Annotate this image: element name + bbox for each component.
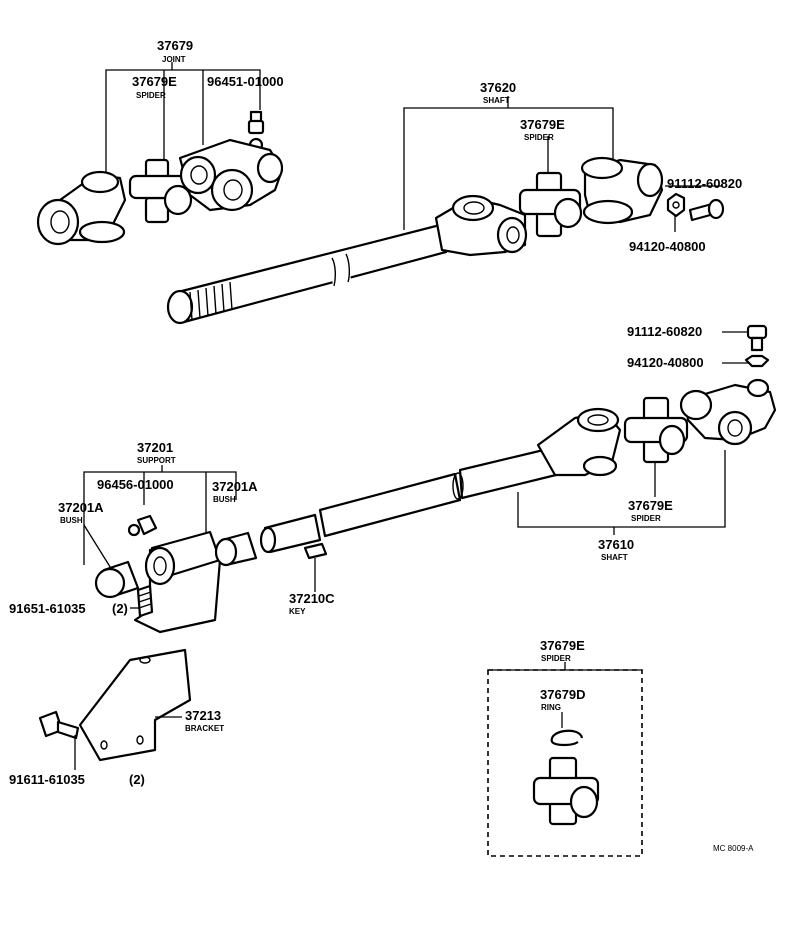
bolt-upper-number: 91112-60820 bbox=[667, 176, 742, 191]
spider-top-left-number: 37679E bbox=[132, 74, 177, 89]
spider-top-right-name: SPIDER bbox=[524, 133, 554, 142]
shaft-upper-number: 37620 bbox=[480, 80, 516, 95]
support-name: SUPPORT bbox=[137, 456, 176, 465]
shaft-lower-part bbox=[259, 407, 622, 554]
joint-leader bbox=[105, 62, 261, 175]
bolt-bracket-qty: (2) bbox=[129, 772, 145, 787]
spider-mid-part bbox=[623, 396, 689, 464]
shaft-lower-number: 37610 bbox=[598, 537, 634, 552]
spider-mid-number: 37679E bbox=[628, 498, 673, 513]
support-part bbox=[133, 530, 222, 634]
shaft-upper-part bbox=[166, 194, 528, 325]
spider-top-right-number: 37679E bbox=[520, 117, 565, 132]
yoke-flange-mid bbox=[679, 378, 777, 446]
bush-left-name: BUSH bbox=[60, 516, 83, 525]
bracket-part bbox=[78, 648, 192, 762]
bush-right-part bbox=[214, 531, 258, 567]
shaft-upper-name: SHAFT bbox=[483, 96, 510, 105]
key-number: 37210C bbox=[289, 591, 335, 606]
shaft-lower-leader bbox=[517, 450, 726, 535]
bolt-mid-part bbox=[746, 324, 768, 352]
spider-mid-name: SPIDER bbox=[631, 514, 661, 523]
bush-left-leader bbox=[83, 524, 113, 571]
shaft-lower-name: SHAFT bbox=[601, 553, 628, 562]
bolt-mid-number: 91112-60820 bbox=[627, 324, 702, 339]
ring-name: RING bbox=[541, 703, 561, 712]
nut-mid-part bbox=[744, 354, 770, 368]
key-name: KEY bbox=[289, 607, 306, 616]
ring-number: 37679D bbox=[540, 687, 586, 702]
spider-detail-name: SPIDER bbox=[541, 654, 571, 663]
yoke-top-left bbox=[36, 170, 127, 246]
yoke-flange-top bbox=[178, 138, 284, 212]
bolt-bracket-part bbox=[38, 710, 80, 740]
bolt-upper-part bbox=[688, 198, 725, 222]
nut-mid-number: 94120-40800 bbox=[627, 355, 704, 370]
key-part bbox=[303, 542, 328, 560]
joint-number: 37679 bbox=[157, 38, 193, 53]
spider-detail-leader bbox=[488, 662, 642, 671]
fitting-top-number: 96451-01000 bbox=[207, 74, 284, 89]
support-leader bbox=[83, 465, 237, 565]
spider-detail-part bbox=[532, 756, 600, 826]
nut-upper-part bbox=[666, 192, 686, 218]
bolt-support-qty: (2) bbox=[112, 601, 128, 616]
ring-part bbox=[550, 729, 584, 747]
nut-upper-number: 94120-40800 bbox=[629, 239, 706, 254]
bracket-number: 37213 bbox=[185, 708, 221, 723]
bolt-mid-leader bbox=[722, 331, 748, 364]
spider-top-left-part bbox=[128, 158, 193, 224]
diagram-reference: MC 8009-A bbox=[713, 844, 754, 853]
bolt-bracket-number: 91611-61035 bbox=[9, 772, 85, 787]
bracket-name: BRACKET bbox=[185, 724, 224, 733]
detail-box bbox=[487, 669, 643, 857]
bush-left-number: 37201A bbox=[58, 500, 104, 515]
bush-right-number: 37201A bbox=[212, 479, 258, 494]
joint-name: JOINT bbox=[162, 55, 186, 64]
bush-left-part bbox=[94, 560, 140, 599]
bolt-support-part bbox=[136, 584, 154, 618]
shaft-upper-leader bbox=[403, 96, 614, 230]
spider-top-right-part bbox=[518, 171, 583, 238]
spider-detail-number: 37679E bbox=[540, 638, 585, 653]
spider-top-left-name: SPIDER bbox=[136, 91, 166, 100]
yoke-top-right bbox=[580, 156, 664, 225]
support-number: 37201 bbox=[137, 440, 173, 455]
bush-right-name: BUSH bbox=[213, 495, 236, 504]
fitting-support-number: 96456-01000 bbox=[97, 477, 174, 492]
bolt-support-number: 91651-61035 bbox=[9, 601, 86, 616]
grease-fitting-support bbox=[127, 514, 158, 537]
